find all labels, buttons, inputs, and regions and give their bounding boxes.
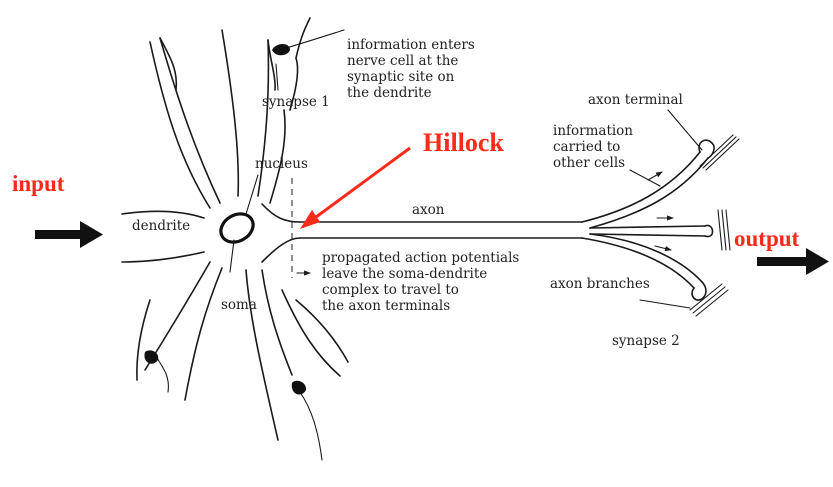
output-arrow-icon [757,248,829,275]
lower-left-synapse-icon [144,350,168,392]
synapse-2-icon [690,282,728,316]
input-arrow-icon [35,221,103,248]
propagated-note: propagated action potentials leave the s… [322,250,519,314]
input-label: input [12,171,65,196]
lower-synapse-icon [292,381,322,460]
hillock-pointer-icon [300,148,410,229]
info-carried-line: other cells [553,155,625,171]
output-label: output [734,226,800,251]
info-carried-note: information carried to other cells [553,123,633,171]
info-enters-line: the dendrite [347,85,432,101]
hillock-label: Hillock [423,128,504,157]
info-enters-line: synaptic site on [347,69,455,85]
propagated-line: leave the soma-dendrite [322,266,487,282]
info-enters-note: information enters nerve cell at the syn… [347,37,475,101]
synapse-1-icon [272,30,344,55]
synapse-2-label: synapse 2 [612,333,680,349]
axon-label: axon [412,202,445,218]
axon-terminal-label: axon terminal [588,92,683,108]
synapse-1-label: synapse 1 [262,94,330,110]
propagated-line: the axon terminals [322,298,450,314]
info-carried-line: information [553,123,633,139]
info-enters-line: information enters [347,37,475,53]
info-carried-line: carried to [553,139,620,155]
axon-terminal-middle-icon [705,210,730,250]
axon-branches-label: axon branches [550,276,650,292]
axon-terminal-icon [699,135,739,170]
propagated-line: complex to travel to [322,282,459,298]
nucleus-shape [216,208,258,248]
info-enters-line: nerve cell at the [347,53,458,69]
soma-label: soma [221,297,257,313]
dendrite-label: dendrite [132,218,190,234]
propagated-line: propagated action potentials [322,250,519,266]
nucleus-label: nucleus [255,156,308,172]
